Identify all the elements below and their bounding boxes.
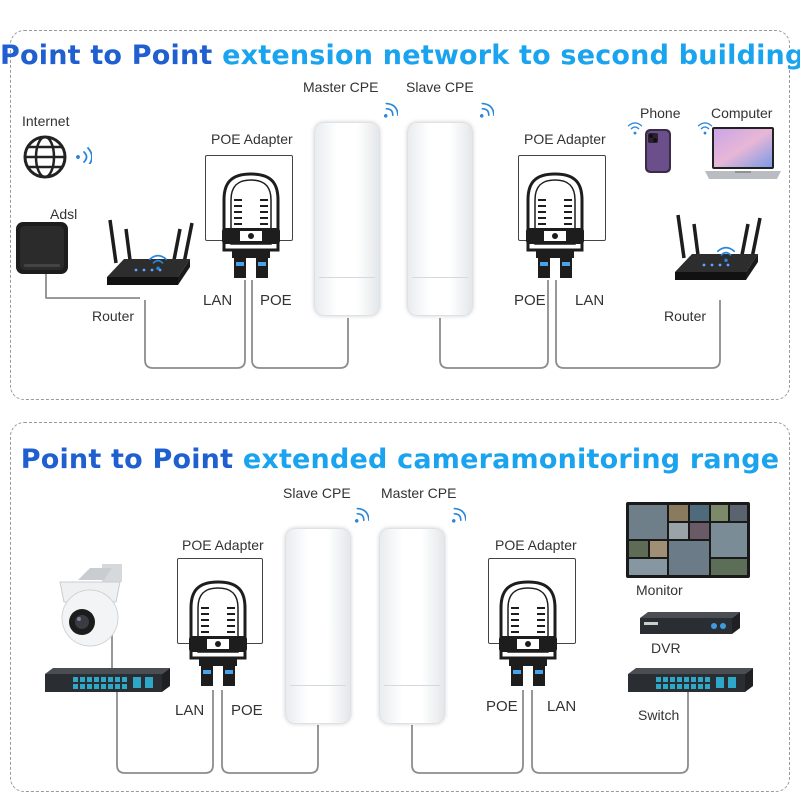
switch-icon <box>45 668 170 692</box>
slave-cpe-antenna <box>407 122 473 316</box>
poe-adapter-icon <box>499 580 557 686</box>
poe-adapter-icon <box>526 172 584 278</box>
lan-left-label: LAN <box>203 292 233 309</box>
wifi-icon <box>716 246 736 264</box>
master-cpe-label-2: Master CPE <box>381 485 457 501</box>
wifi-icon <box>377 100 398 120</box>
poe-adapter-right-label-2: POE Adapter <box>495 537 577 553</box>
bottom-panel <box>10 422 790 792</box>
switch-label: Switch <box>638 707 680 723</box>
globe-icon <box>23 135 67 179</box>
wifi-icon <box>348 505 369 525</box>
internet-label: Internet <box>22 113 70 129</box>
adsl-label: Adsl <box>50 206 78 222</box>
top-title-part1: Point to Point <box>0 40 213 71</box>
monitor-label: Monitor <box>636 582 683 598</box>
bottom-panel-title: Point to Point extended cameramonitoring… <box>0 444 800 475</box>
slave-cpe-label-2: Slave CPE <box>283 485 351 501</box>
top-panel-title: Point to Point extension network to seco… <box>0 40 800 71</box>
poe-adapter-right-label: POE Adapter <box>524 131 606 147</box>
phone-icon <box>645 129 671 173</box>
poe-adapter-left-label-2: POE Adapter <box>182 537 264 553</box>
slave-cpe-label: Slave CPE <box>406 79 474 95</box>
router-icon <box>675 214 762 280</box>
router-left-label: Router <box>92 308 135 324</box>
poe-adapter-icon <box>189 580 247 686</box>
top-panel <box>10 30 790 400</box>
slave-cpe-antenna <box>285 528 351 724</box>
poe-left-label: POE <box>260 292 292 309</box>
wifi-icon <box>148 254 168 272</box>
wifi-icon <box>473 100 494 120</box>
lan-right-label-2: LAN <box>547 698 577 715</box>
dvr-icon <box>640 612 740 634</box>
poe-right-label: POE <box>514 292 546 309</box>
modem-icon <box>16 222 68 274</box>
poe-left-label-2: POE <box>231 702 263 719</box>
top-title-part2: extension network to second building <box>222 40 800 71</box>
poe-adapter-left-label: POE Adapter <box>211 131 293 147</box>
bottom-title-part1: Point to Point <box>20 444 234 475</box>
lan-right-label: LAN <box>575 292 605 309</box>
router-icon <box>107 219 194 285</box>
router-right-label: Router <box>664 308 707 324</box>
poe-adapter-icon <box>222 172 280 278</box>
laptop-icon <box>705 127 781 179</box>
wifi-icon <box>445 505 466 525</box>
camera-icon <box>59 564 122 647</box>
computer-label: Computer <box>711 105 773 121</box>
dvr-label: DVR <box>651 640 681 656</box>
wifi-icon <box>627 122 643 136</box>
phone-label: Phone <box>640 105 681 121</box>
master-cpe-label: Master CPE <box>303 79 379 95</box>
master-cpe-antenna <box>379 528 445 724</box>
bottom-title-part2: extended cameramonitoring range <box>242 444 780 475</box>
poe-right-label-2: POE <box>486 698 518 715</box>
master-cpe-antenna <box>314 122 380 316</box>
lan-left-label-2: LAN <box>175 702 205 719</box>
monitor-icon <box>626 502 750 578</box>
wifi-icon <box>75 147 92 164</box>
switch-icon <box>628 668 753 692</box>
